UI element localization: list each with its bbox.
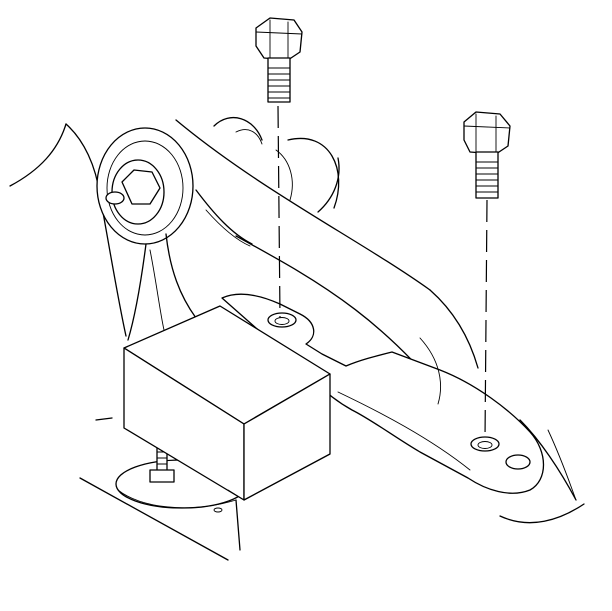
bolt-left — [255, 17, 303, 103]
alignment-lines — [277, 105, 488, 441]
bracket — [175, 119, 544, 494]
bolt-right — [463, 111, 511, 199]
pulley — [96, 127, 197, 341]
module — [123, 305, 331, 501]
engine-block-lower — [79, 417, 585, 561]
